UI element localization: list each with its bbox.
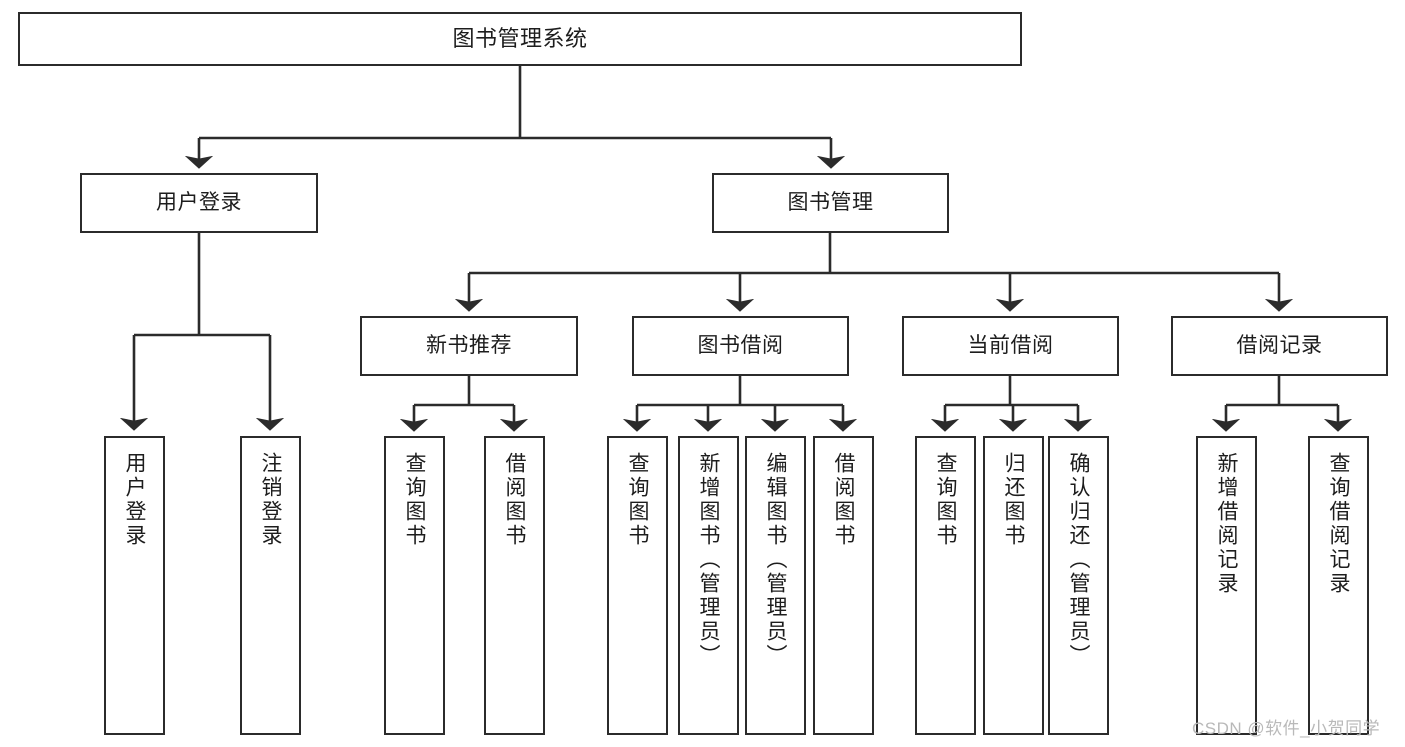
node-new-book-recommend[interactable]: 新书推荐 [360,316,578,376]
node-label: 新增图书（管理员） [697,452,720,668]
node-root-library-system[interactable]: 图书管理系统 [18,12,1022,66]
node-label: 图书管理 [787,190,874,214]
leaf-current-borrow-return[interactable]: 归还图书 [983,436,1044,735]
leaf-user-login-login[interactable]: 用户登录 [104,436,165,735]
node-label: 确认归还（管理员） [1067,452,1090,668]
node-user-login[interactable]: 用户登录 [80,173,318,233]
leaf-book-borrow-edit[interactable]: 编辑图书（管理员） [745,436,806,735]
node-book-borrow[interactable]: 图书借阅 [632,316,849,376]
leaf-book-borrow-query[interactable]: 查询图书 [607,436,668,735]
node-label: 新书推荐 [426,333,512,357]
node-label: 当前借阅 [967,333,1054,357]
node-label: 新增借阅记录 [1215,452,1238,596]
node-borrow-record[interactable]: 借阅记录 [1171,316,1388,376]
csdn-watermark: CSDN @软件_小贺同学 [1192,719,1381,738]
node-label: 借阅记录 [1236,333,1323,357]
node-label: 图书管理系统 [452,26,588,52]
leaf-new-book-query[interactable]: 查询图书 [384,436,445,735]
node-current-borrow[interactable]: 当前借阅 [902,316,1119,376]
node-label: 注销登录 [259,452,282,548]
node-label: 借阅图书 [832,452,855,548]
leaf-new-book-borrow[interactable]: 借阅图书 [484,436,545,735]
leaf-book-borrow-add[interactable]: 新增图书（管理员） [678,436,739,735]
node-label: 查询图书 [626,452,649,548]
node-label: 查询借阅记录 [1327,452,1350,596]
leaf-current-borrow-confirm-return[interactable]: 确认归还（管理员） [1048,436,1109,735]
leaf-borrow-record-add[interactable]: 新增借阅记录 [1196,436,1257,735]
node-label: 编辑图书（管理员） [764,452,787,668]
leaf-user-login-logout[interactable]: 注销登录 [240,436,301,735]
node-label: 用户登录 [123,452,146,548]
node-label: 归还图书 [1002,452,1025,548]
node-label: 查询图书 [934,452,957,548]
leaf-borrow-record-query[interactable]: 查询借阅记录 [1308,436,1369,735]
node-label: 用户登录 [156,190,242,214]
leaf-current-borrow-query[interactable]: 查询图书 [915,436,976,735]
leaf-book-borrow-borrow[interactable]: 借阅图书 [813,436,874,735]
node-label: 借阅图书 [503,452,526,548]
node-label: 图书借阅 [697,333,784,357]
node-label: 查询图书 [403,452,426,548]
node-book-management[interactable]: 图书管理 [712,173,949,233]
